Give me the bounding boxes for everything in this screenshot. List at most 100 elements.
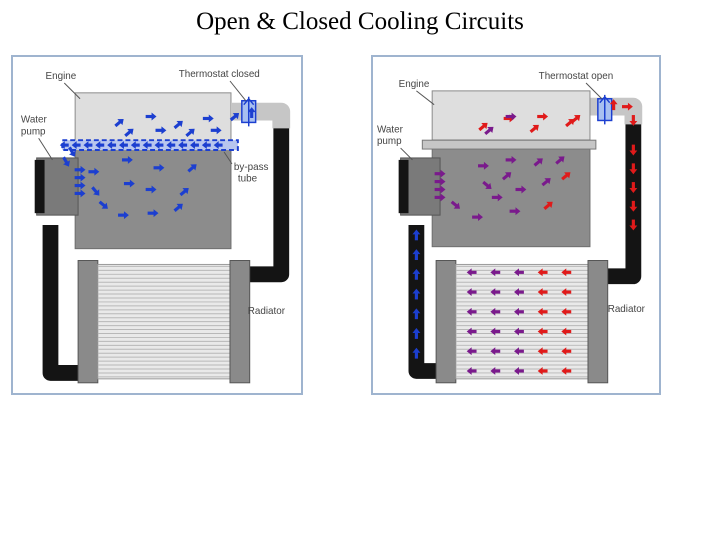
pump-leader [38,137,53,161]
arrow-icon [472,213,483,222]
arrow-icon [74,165,86,174]
arrow-icon [537,347,548,356]
arrow-icon [154,141,164,150]
arrow-icon [229,113,240,122]
arrow-icon [121,155,133,164]
arrow-icon [505,155,517,164]
arrow-icon [490,367,501,375]
arrow-icon [561,172,571,181]
bypass-label-line2: tube [238,174,258,185]
arrow-icon [450,200,460,209]
arrow-icon [98,200,108,209]
engine-leader [416,90,435,106]
arrow-icon [83,141,93,150]
arrow-icon [190,141,199,150]
arrow-icon [629,144,638,156]
arrow-icon [412,347,421,359]
outlet-hose [245,103,290,283]
arrow-icon [123,179,135,188]
arrow-icon [561,367,572,375]
arrow-icon [91,186,100,196]
arrow-icon [187,164,197,173]
bypass-label-line1: by-pass [234,162,269,173]
arrow-icon [68,146,76,157]
pump-label: pump [377,136,402,147]
arrow-icon [145,112,157,121]
arrow-icon [179,187,189,197]
radiator-tank-left [77,260,99,384]
arrow-icon [62,156,70,167]
arrow-icon [202,114,214,123]
arrow-icon [561,327,572,336]
arrow-icon [537,327,548,336]
arrow-icon [561,268,572,277]
arrow-icon [466,268,477,277]
arrow-icon [478,122,488,132]
radiator-fins [97,265,230,378]
engine-leader [63,82,81,100]
arrow-icon [490,327,501,336]
arrow-icon [466,307,477,316]
arrow-icon [173,120,183,130]
arrow-icon [178,141,188,150]
arrow-icon [434,193,446,202]
arrow-icon [118,211,129,220]
arrow-icon [466,327,477,336]
arrow-icon [153,163,165,172]
closed-circuit-drawing: Engine Thermostat closed Water pump by-p… [21,69,291,384]
arrow-icon [130,141,140,150]
arrow-icon [537,367,548,375]
arrow-icon [107,141,117,150]
arrow-icon [555,156,565,165]
thermostat-housing [231,102,291,129]
pump-pulley [34,159,45,214]
thermostat-leader [229,80,247,102]
arrow-icon [514,288,524,297]
arrow-icon [514,347,524,356]
pump-leader [400,147,413,161]
arrow-icon [537,307,548,316]
arrow-icon [490,347,501,356]
thermostat-label: Thermostat open [539,71,614,82]
arrow-icon [412,229,421,241]
thermostat-valve-icon [597,94,613,125]
arrow-icon [478,161,489,170]
return-hose [42,225,87,381]
arrow-icon [434,177,446,186]
arrow-icon [629,115,638,126]
arrow-icon [412,249,421,261]
arrow-icon [490,307,501,316]
arrow-icon [210,126,222,135]
arrow-icon [147,209,159,218]
arrow-icon [543,201,553,210]
arrow-icon [561,288,572,297]
water-label: Water [21,114,48,125]
arrow-icon [142,141,152,150]
water-label: Water [377,124,404,135]
arrow-icon [484,126,494,136]
radiator-label: Radiator [608,304,646,315]
arrow-icon [173,203,183,212]
arrow-icon [514,367,524,375]
arrow-icon [412,268,421,280]
arrow-icon [629,163,638,175]
arrow-icon [412,328,421,339]
arrow-icon [514,268,524,277]
arrow-icon [629,182,638,193]
arrow-icon [124,128,134,137]
arrow-icon [59,141,69,150]
arrow-icon [412,308,421,320]
arrow-icon [541,178,551,187]
arrow-icon [515,185,527,194]
arrow-icon [412,288,421,300]
arrow-icon [509,207,521,216]
arrow-icon [119,141,128,150]
engine-block [74,141,232,250]
arrow-icon [213,141,223,150]
arrow-icon [434,185,446,194]
thermostat-leader [585,82,603,100]
open-circuit-diagram: Engine Thermostat open Water pump Radiat… [371,55,661,395]
outlet-hose [601,98,642,285]
arrow-icon [247,107,256,118]
arrow-icon [491,193,503,202]
